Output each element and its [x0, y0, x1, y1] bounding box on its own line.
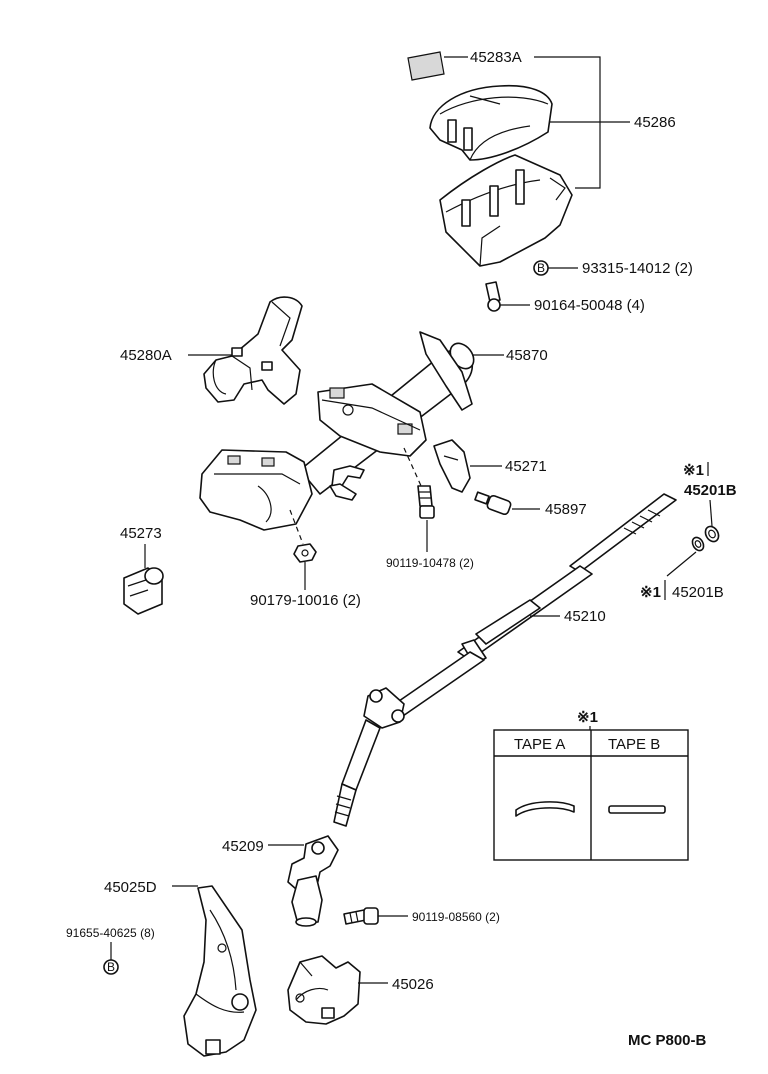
label-45210: 45210: [564, 608, 606, 625]
label-90179: 90179-10016 (2): [250, 592, 361, 609]
label-45026: 45026: [392, 976, 434, 993]
tape-table: TAPE A TAPE B: [493, 729, 689, 861]
tape-a-shape: [515, 801, 575, 817]
part-45201b-ring-lower: [691, 536, 705, 552]
part-45201b-ring-upper: [704, 525, 720, 543]
part-45870-column-assembly: [199, 331, 475, 531]
circled-b-marker-2: B: [107, 960, 115, 974]
label-45283a: 45283A: [470, 49, 522, 66]
label-90164: 90164-50048 (4): [534, 297, 645, 314]
part-90179-nut: [293, 543, 317, 563]
part-90119-08560-bolt: [343, 907, 379, 925]
label-93315: 93315-14012 (2): [582, 260, 693, 277]
ref-mark-tape-table: ※1: [577, 709, 598, 726]
label-45280a: 45280A: [120, 347, 172, 364]
label-45870: 45870: [506, 347, 548, 364]
part-45897-pin: [474, 491, 512, 516]
label-90119-10478: 90119-10478 (2): [386, 556, 474, 570]
label-45201b-top: 45201B: [684, 482, 737, 499]
tape-table-header-a: TAPE A: [514, 736, 565, 753]
label-45201b-bottom: 45201B: [672, 584, 724, 601]
label-45025d: 45025D: [104, 879, 157, 896]
label-45286: 45286: [634, 114, 676, 131]
label-45271: 45271: [505, 458, 547, 475]
ref-mark-45201b-bottom: ※1: [640, 584, 661, 601]
part-45286-lower-cover: [439, 154, 573, 267]
part-45026-bracket: [287, 955, 361, 1025]
label-45273: 45273: [120, 525, 162, 542]
part-90164-screw: [485, 281, 501, 312]
label-91655: 91655-40625 (8): [66, 926, 155, 940]
tape-table-header-b: TAPE B: [608, 736, 660, 753]
part-45210-main-shaft: [333, 493, 677, 827]
label-90119-08560: 90119-08560 (2): [412, 910, 500, 924]
label-45897: 45897: [545, 501, 587, 518]
tape-b-shape: [608, 805, 666, 814]
part-90119-10478-bolt: [417, 485, 435, 519]
part-45209-joint: [287, 835, 339, 927]
figure-code: MC P800-B: [628, 1032, 707, 1049]
part-45280a-bracket: [203, 296, 303, 405]
part-45271-pad: [433, 439, 471, 493]
ref-mark-45201b-top: ※1: [683, 462, 704, 479]
part-45025d-cover: [183, 885, 257, 1057]
part-45283a-plate: [407, 51, 445, 81]
label-45209: 45209: [222, 838, 264, 855]
circled-b-marker-1: B: [537, 261, 545, 275]
part-45273-bushing: [123, 567, 164, 615]
part-45286-upper-cover: [429, 84, 553, 161]
